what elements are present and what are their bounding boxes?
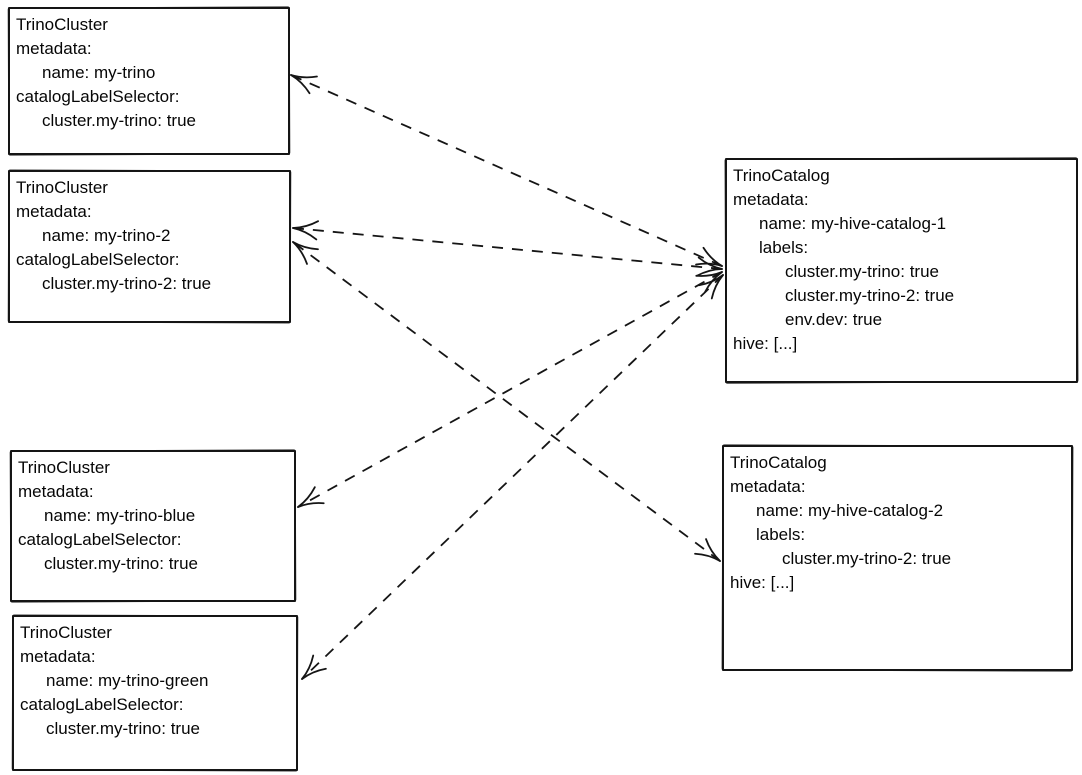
yaml-label-cluster-my-trino-2: cluster.my-trino-2: true: [785, 286, 955, 305]
yaml-name: name: my-hive-catalog-1: [759, 214, 947, 233]
node-trinocluster-my-trino: TrinoCluster metadata: name: my-trino ca…: [8, 7, 290, 155]
yaml-labels: labels:: [756, 525, 806, 544]
yaml-metadata: metadata:: [20, 647, 96, 666]
node-kind: TrinoCluster: [16, 15, 108, 34]
yaml-catalog-label-selector: catalogLabelSelector:: [20, 695, 184, 714]
yaml-name: name: my-hive-catalog-2: [756, 501, 944, 520]
edge-my-hive-catalog-1-to-my-trino-2: [292, 220, 723, 277]
yaml-metadata: metadata:: [16, 202, 92, 221]
yaml-selector-label: cluster.my-trino: true: [44, 554, 198, 573]
yaml-hive: hive: [...]: [730, 573, 795, 592]
edge-my-hive-catalog-1-to-my-trino: [290, 74, 723, 267]
node-trinocatalog-my-hive-catalog-2: TrinoCatalog metadata: name: my-hive-cat…: [722, 445, 1073, 671]
yaml-hive: hive: [...]: [733, 334, 798, 353]
edge-my-hive-catalog-2-to-my-trino-2: [292, 241, 721, 562]
edge-my-hive-catalog-1-to-my-trino-green: [301, 274, 724, 680]
yaml-selector-label: cluster.my-trino-2: true: [42, 274, 212, 293]
yaml-labels: labels:: [759, 238, 809, 257]
yaml-name: name: my-trino: [42, 63, 156, 82]
node-trinocluster-my-trino-2: TrinoCluster metadata: name: my-trino-2 …: [8, 170, 291, 323]
yaml-metadata: metadata:: [730, 477, 806, 496]
yaml-name: name: my-trino-blue: [44, 506, 196, 525]
yaml-label-cluster-my-trino: cluster.my-trino: true: [785, 262, 939, 281]
yaml-catalog-label-selector: catalogLabelSelector:: [16, 250, 180, 269]
yaml-selector-label: cluster.my-trino: true: [42, 111, 196, 130]
yaml-selector-label: cluster.my-trino: true: [46, 719, 200, 738]
node-kind: TrinoCluster: [18, 458, 110, 477]
node-kind: TrinoCatalog: [730, 453, 827, 472]
yaml-name: name: my-trino-2: [42, 226, 171, 245]
yaml-metadata: metadata:: [16, 39, 92, 58]
node-kind: TrinoCluster: [20, 623, 112, 642]
yaml-name: name: my-trino-green: [46, 671, 209, 690]
node-trinocluster-my-trino-green: TrinoCluster metadata: name: my-trino-gr…: [12, 615, 298, 771]
yaml-catalog-label-selector: catalogLabelSelector:: [16, 87, 180, 106]
yaml-metadata: metadata:: [18, 482, 94, 501]
node-trinocatalog-my-hive-catalog-1: TrinoCatalog metadata: name: my-hive-cat…: [725, 158, 1078, 383]
yaml-metadata: metadata:: [733, 190, 809, 209]
node-kind: TrinoCatalog: [733, 166, 830, 185]
node-trinocluster-my-trino-blue: TrinoCluster metadata: name: my-trino-bl…: [10, 450, 296, 602]
yaml-label-env-dev: env.dev: true: [785, 310, 883, 329]
yaml-label-cluster-my-trino-2: cluster.my-trino-2: true: [782, 549, 952, 568]
node-kind: TrinoCluster: [16, 178, 108, 197]
edge-my-hive-catalog-1-to-my-trino-blue: [297, 271, 723, 508]
yaml-catalog-label-selector: catalogLabelSelector:: [18, 530, 182, 549]
